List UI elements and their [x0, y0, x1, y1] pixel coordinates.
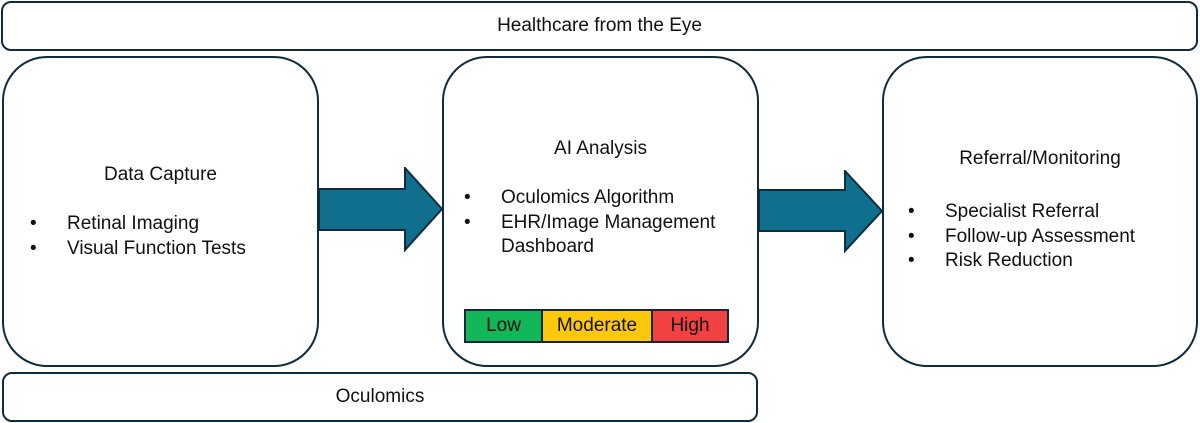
risk-moderate: Moderate: [543, 311, 653, 341]
risk-high: High: [653, 311, 727, 341]
list-item: Follow-up Assessment: [908, 225, 1135, 250]
ai-analysis-list: Oculomics Algorithm EHR/Image Management…: [464, 186, 754, 260]
data-capture-list: Retinal Imaging Visual Function Tests: [30, 212, 246, 261]
bottom-banner-label: Oculomics: [335, 386, 425, 407]
list-item: Visual Function Tests: [30, 237, 246, 262]
top-banner-label: Healthcare from the Eye: [497, 15, 702, 36]
list-item: Oculomics Algorithm: [464, 186, 754, 211]
referral-monitoring-list: Specialist Referral Follow-up Assessment…: [908, 200, 1135, 274]
list-item: EHR/Image Management Dashboard: [464, 211, 754, 260]
top-banner: Healthcare from the Eye: [1, 1, 1198, 51]
risk-scale: Low Moderate High: [464, 309, 729, 343]
data-capture-card: Data Capture Retinal Imaging Visual Func…: [2, 56, 319, 367]
ai-analysis-card: AI Analysis Oculomics Algorithm EHR/Imag…: [442, 56, 759, 367]
arrow-right-icon: [758, 170, 884, 254]
arrow-right-icon: [318, 167, 444, 252]
referral-monitoring-card: Referral/Monitoring Specialist Referral …: [882, 56, 1198, 367]
list-item: Specialist Referral: [908, 200, 1135, 225]
list-item: Risk Reduction: [908, 249, 1135, 274]
list-item: Retinal Imaging: [30, 212, 246, 237]
bottom-banner: Oculomics: [2, 372, 758, 422]
data-capture-title: Data Capture: [103, 164, 217, 185]
ai-analysis-title: AI Analysis: [554, 138, 647, 159]
risk-low: Low: [466, 311, 543, 341]
referral-monitoring-title: Referral/Monitoring: [959, 148, 1121, 169]
